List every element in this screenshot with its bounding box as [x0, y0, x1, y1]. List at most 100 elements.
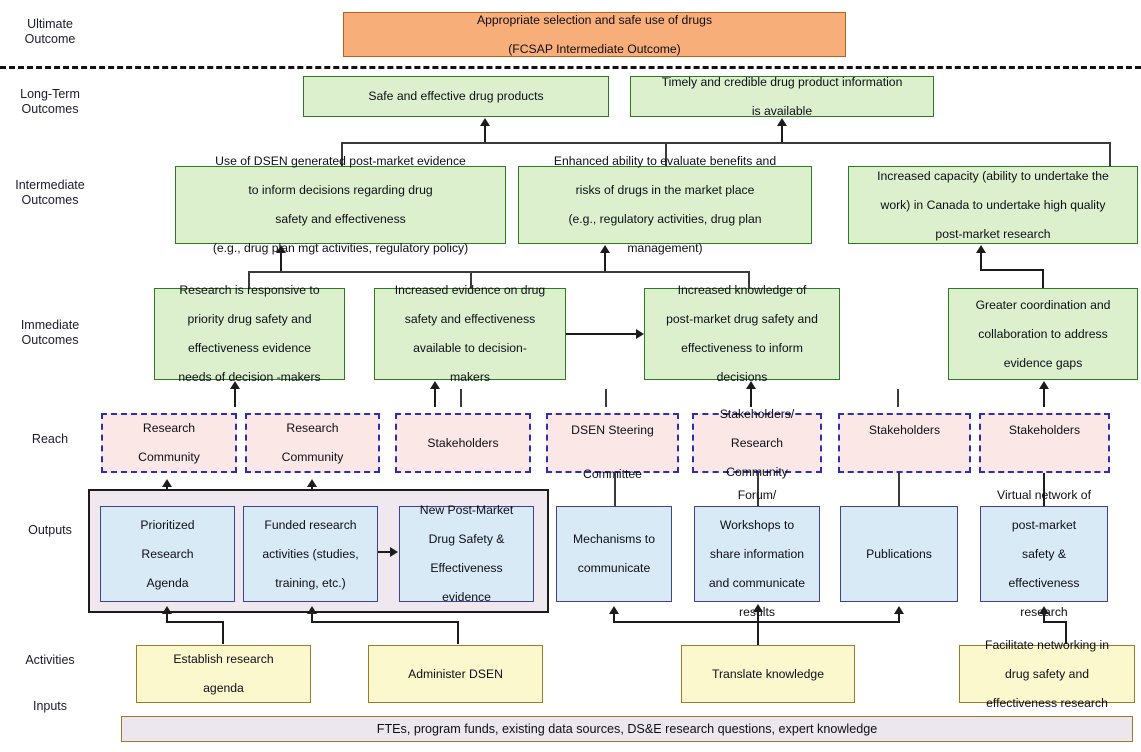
arrow-a2-to-output-2	[307, 606, 317, 614]
output-box-5-line1: Forum/	[737, 488, 777, 503]
output-box-5-line4: and communicate	[708, 575, 806, 590]
immediate-outcome-4[interactable]: Greater coordination and collaboration t…	[948, 288, 1138, 380]
connector-io2-to-io3	[566, 333, 636, 336]
reach-box-6-line1: Stakeholders	[868, 423, 941, 437]
intermediate-outcome-3[interactable]: Increased capacity (ability to undertake…	[848, 166, 1138, 244]
reach-box-4[interactable]: DSEN Steering Committee	[546, 413, 679, 481]
immediate-outcome-3-line4: decisions	[716, 370, 768, 385]
output-box-1-line1: Prioritized	[140, 517, 195, 532]
activity-box-1-line1: Establish research	[173, 652, 274, 667]
arrow-to-intermediate-3	[976, 245, 986, 253]
output-box-2[interactable]: Funded research activities (studies, tra…	[243, 506, 378, 602]
reach-box-4-line1: DSEN Steering	[571, 423, 654, 437]
immediate-outcome-1-line4: needs of decision -makers	[178, 370, 321, 385]
ultimate-outcome-box[interactable]: Appropriate selection and safe use of dr…	[343, 12, 846, 57]
row-label-activities: Activities	[25, 653, 75, 667]
connector-a1-stem	[166, 613, 169, 623]
activity-box-2[interactable]: Administer DSEN	[368, 645, 543, 703]
output-box-7[interactable]: Virtual network of post-market safety & …	[980, 488, 1108, 619]
activity-box-2-line1: Administer DSEN	[408, 666, 503, 681]
connector-stem-r4	[605, 389, 607, 407]
arrow-to-reach-1	[162, 479, 172, 487]
connector-a3-branch-right	[898, 613, 901, 623]
inputs-bar-text: FTEs, program funds, existing data sourc…	[376, 721, 878, 736]
long-term-outcome-1[interactable]: Safe and effective drug products	[303, 76, 609, 117]
reach-box-2[interactable]: Research Community	[245, 413, 380, 473]
connector-a3-branch-left	[613, 613, 616, 623]
immediate-outcome-4-line1: Greater coordination and	[975, 297, 1111, 312]
output-box-5[interactable]: Forum/ Workshops to share information an…	[694, 488, 820, 619]
immediate-outcome-3-line2: post-market drug safety and	[666, 312, 818, 327]
immediate-outcome-3[interactable]: Increased knowledge of post-market drug …	[644, 283, 840, 384]
output-box-1-line3: Agenda	[146, 575, 189, 590]
activity-box-1[interactable]: Establish research agenda	[136, 645, 311, 703]
immediate-outcome-2-line4: makers	[450, 370, 490, 385]
connector-lt2-stem	[781, 126, 784, 143]
intermediate-outcome-2-line1: Enhanced ability to evaluate benefits an…	[553, 153, 777, 168]
arrow-to-reach-2	[307, 479, 317, 487]
output-box-4[interactable]: Mechanisms to communicate	[556, 506, 672, 602]
immediate-outcome-2-line2: safety and effectiveness	[404, 312, 536, 327]
connector-bus-immediate	[248, 271, 750, 273]
output-box-6[interactable]: Publications	[840, 506, 958, 602]
row-label-ultimate-outcome: Ultimate Outcome	[2, 17, 98, 47]
long-term-outcome-2[interactable]: Timely and credible drug product informa…	[630, 75, 934, 118]
connector-a4-stem	[1043, 613, 1046, 623]
row-label-immediate-outcomes: Immediate Outcomes	[2, 318, 98, 348]
connector-a2-elbow	[311, 621, 459, 624]
output-box-7-line1: Virtual network of	[997, 488, 1091, 503]
connector-stem-o5	[757, 473, 759, 506]
arrow-to-immediate-2	[430, 381, 440, 389]
output-box-4-line1: Mechanisms to	[573, 532, 655, 547]
arrow-a4-to-output-7	[1039, 606, 1049, 614]
connector-stem-o6	[898, 473, 900, 506]
activity-box-4-line3: effectiveness research	[986, 695, 1108, 710]
arrow-o2-to-o3	[390, 547, 398, 557]
inputs-bar[interactable]: FTEs, program funds, existing data sourc…	[121, 716, 1133, 742]
output-box-3[interactable]: New Post-Market Drug Safety & Effectiven…	[399, 503, 534, 604]
intermediate-outcome-1-line2: to inform decisions regarding drug	[248, 183, 433, 198]
output-box-3-line3: Effectiveness	[430, 561, 503, 576]
row-label-long-term-outcomes: Long-Term Outcomes	[2, 87, 98, 117]
connector-stem-r7	[1043, 389, 1046, 407]
arrow-to-immediate-3	[746, 381, 756, 389]
output-box-5-line3: share information	[709, 546, 805, 561]
reach-box-1[interactable]: Research Community	[101, 413, 237, 473]
arrow-to-immediate-4	[1039, 381, 1049, 389]
reach-box-3[interactable]: Stakeholders	[395, 413, 531, 473]
row-label-reach: Reach	[31, 432, 69, 446]
immediate-outcome-3-line1: Increased knowledge of	[677, 282, 807, 297]
output-box-1[interactable]: Prioritized Research Agenda	[100, 506, 235, 602]
arrow-a1-to-output-1	[162, 606, 172, 614]
immediate-outcome-4-line2: collaboration to address	[978, 326, 1108, 341]
connector-io4-stem	[980, 253, 983, 271]
immediate-outcome-1[interactable]: Research is responsive to priority drug …	[154, 283, 345, 384]
immediate-outcome-3-line3: effectiveness to inform	[681, 341, 803, 356]
activity-box-4[interactable]: Facilitate networking in drug safety and…	[959, 638, 1135, 710]
connector-io4-riser	[1042, 271, 1045, 293]
connector-drop-im2	[665, 142, 667, 167]
connector-stem-im1-up	[280, 253, 283, 272]
ultimate-outcome-line1: Appropriate selection and safe use of dr…	[476, 12, 713, 27]
arrow-io2-to-io3	[636, 329, 644, 339]
connector-stem-r5	[750, 389, 753, 407]
connector-io4-elbow	[980, 269, 1044, 272]
intermediate-outcome-1-line4: (e.g., drug plan mgt activities, regulat…	[212, 241, 469, 256]
row-label-immediate-line1: Immediate	[20, 318, 80, 332]
reach-box-5[interactable]: Stakeholders/ Research Community	[692, 407, 822, 479]
reach-box-2-line2: Community	[281, 450, 344, 465]
reach-box-7-line1: Stakeholders	[1008, 423, 1081, 437]
reach-box-4-line3: Committee	[583, 466, 642, 481]
output-box-6-line1: Publications	[866, 546, 932, 561]
output-box-2-line1: Funded research	[264, 517, 357, 532]
immediate-outcome-2[interactable]: Increased evidence on drug safety and ef…	[374, 283, 566, 384]
intermediate-outcome-2-line2: risks of drugs in the market place	[575, 183, 755, 198]
reach-box-1-line1: Research	[142, 421, 196, 436]
activity-box-3[interactable]: Translate knowledge	[681, 645, 855, 703]
intermediate-outcome-2[interactable]: Enhanced ability to evaluate benefits an…	[518, 154, 812, 255]
arrow-to-long-term-1	[480, 118, 490, 126]
reach-box-7[interactable]: Stakeholders	[979, 413, 1110, 473]
connector-drop-im3	[1109, 142, 1111, 167]
intermediate-outcome-1[interactable]: Use of DSEN generated post-market eviden…	[175, 154, 506, 255]
reach-box-6[interactable]: Stakeholders	[838, 413, 971, 473]
